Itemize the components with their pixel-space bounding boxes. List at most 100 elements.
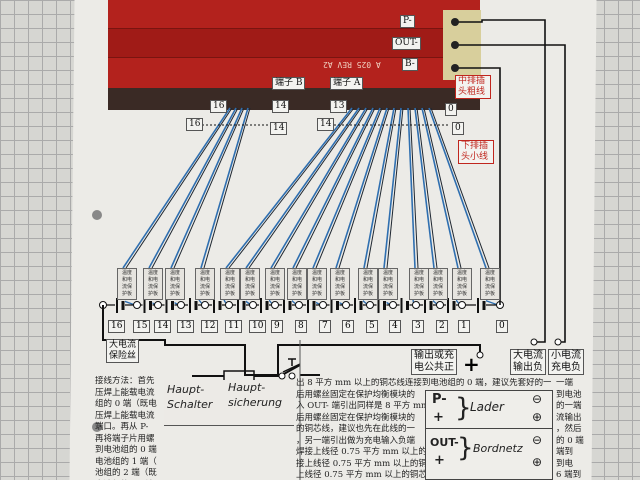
switch-contact (288, 372, 296, 380)
sense-wire (421, 107, 459, 269)
plus-circle-1: ⊕ (532, 410, 543, 424)
b-minus-label: B- (402, 58, 418, 71)
cell-gap (376, 300, 387, 310)
out-minus-label: OUT- (392, 37, 421, 50)
brace-bordnetz: } (457, 433, 474, 463)
sense-wire (225, 107, 353, 269)
brace-lader: } (455, 393, 472, 423)
terminal-node (366, 301, 374, 309)
lader-note: Lader (470, 400, 504, 414)
p-minus-label: P- (400, 15, 415, 28)
cell-number-16: 16 (108, 320, 126, 333)
sense-wire (386, 107, 404, 269)
terminal-node (412, 301, 420, 309)
sense-wire (170, 107, 243, 269)
sense-wire (148, 107, 237, 269)
sense-wire (312, 107, 381, 269)
high-current-negative-label: 大电流 输出负 (510, 349, 546, 375)
cell-number-13: 13 (177, 320, 195, 333)
cell-number-7: 7 (319, 320, 331, 333)
terminal-node (201, 301, 209, 309)
cell-gap (236, 300, 246, 310)
terminal-screw (451, 64, 459, 72)
cell-gap (476, 300, 486, 310)
cell-number-5: 5 (366, 320, 378, 333)
cell-gap (164, 300, 175, 310)
connector-label-0: 0 (445, 103, 457, 116)
connector-label-16: 16 (210, 100, 228, 113)
sense-wire (122, 107, 231, 269)
cell-number-12: 12 (201, 320, 219, 333)
cell-gap (212, 300, 222, 310)
sense-wire (292, 107, 374, 269)
sense-wire (366, 107, 397, 269)
arrow-label-14: 14 (270, 122, 288, 135)
minus-circle-2: ⊖ (532, 433, 543, 447)
sense-wire (248, 107, 362, 269)
cell-number-10: 10 (249, 320, 267, 333)
terminal-node (133, 301, 141, 309)
protection-board: 温度 和电 流保 护板 (143, 268, 163, 300)
instructions-right: 一端 到电池 的一端 流输出 ，然后 的 0 端 端到 到电 6 端到 （B） (556, 378, 584, 480)
instructions-left: 接线方法：首先 压焊上能载电流 组的 0 端（既电 压焊上能载电流 端口。再从 … (95, 376, 157, 480)
cell-number-1: 1 (458, 320, 470, 333)
protection-board: 温度 和电 流保 护板 (195, 268, 215, 300)
cell-number-2: 2 (436, 320, 448, 333)
sense-wire (203, 107, 251, 269)
connector-label-13: 13 (330, 100, 348, 113)
terminal-a-label: 端子 A (330, 77, 364, 90)
protection-board: 温度 和电 流保 护板 (428, 268, 448, 300)
cell-number-11: 11 (225, 320, 243, 333)
board-lead (483, 299, 499, 306)
grid-paper-right (590, 0, 640, 480)
cell-gap (115, 300, 125, 310)
cell-gap (188, 300, 198, 310)
handwritten-note-paper (164, 380, 294, 426)
cell-number-8: 8 (295, 320, 307, 333)
terminal-node (458, 301, 466, 309)
terminal-node (295, 301, 303, 309)
protection-board: 温度 和电 流保 护板 (307, 268, 327, 300)
sense-wire (200, 107, 249, 269)
negative-terminal (554, 338, 562, 346)
protection-board: 温度 和电 流保 护板 (480, 268, 500, 300)
legend-divider (425, 428, 553, 429)
sense-wire (151, 107, 239, 269)
negative-terminal (530, 338, 538, 346)
terminal-node (389, 301, 397, 309)
p-minus-wire (455, 19, 546, 343)
sense-wire (315, 107, 383, 269)
cell-gap (399, 300, 410, 310)
fuse-label: 大电流 保险丝 (106, 339, 140, 363)
sense-wire (245, 107, 360, 269)
terminal-node (319, 301, 327, 309)
cell-gap (423, 300, 433, 310)
p-minus-note: P- (432, 392, 447, 407)
cell-number-0: 0 (496, 320, 508, 333)
protection-board: 温度 和电 流保 护板 (330, 268, 350, 300)
sense-wire (383, 107, 402, 269)
sense-wire (414, 107, 435, 269)
terminal-node (436, 301, 444, 309)
plus-sign: + (463, 352, 480, 376)
terminal-node (342, 301, 350, 309)
terminal-node (249, 301, 257, 309)
sense-wire (409, 107, 419, 269)
positive-terminal (476, 351, 484, 359)
sense-wire (363, 107, 395, 269)
protection-board: 温度 和电 流保 护板 (165, 268, 185, 300)
cell-number-4: 4 (389, 320, 401, 333)
cell-number-9: 9 (271, 320, 283, 333)
handwritten-legend-box (425, 390, 553, 480)
cell-gap (306, 300, 316, 310)
low-current-negative-label: 小电流 充电负 (548, 349, 584, 375)
positive-output-wire (192, 344, 481, 377)
minus-circle-1: ⊖ (532, 392, 543, 406)
common-positive-label: 输出或充 电公共正 (411, 349, 457, 375)
terminal-screw (451, 41, 459, 49)
protection-board: 温度 和电 流保 护板 (240, 268, 260, 300)
bordnetz-note: Bordnetz (473, 442, 523, 455)
out-minus-note: OUT- (430, 436, 459, 449)
arrow-label-16: 16 (186, 118, 204, 131)
plus-note-2: + (434, 453, 445, 468)
